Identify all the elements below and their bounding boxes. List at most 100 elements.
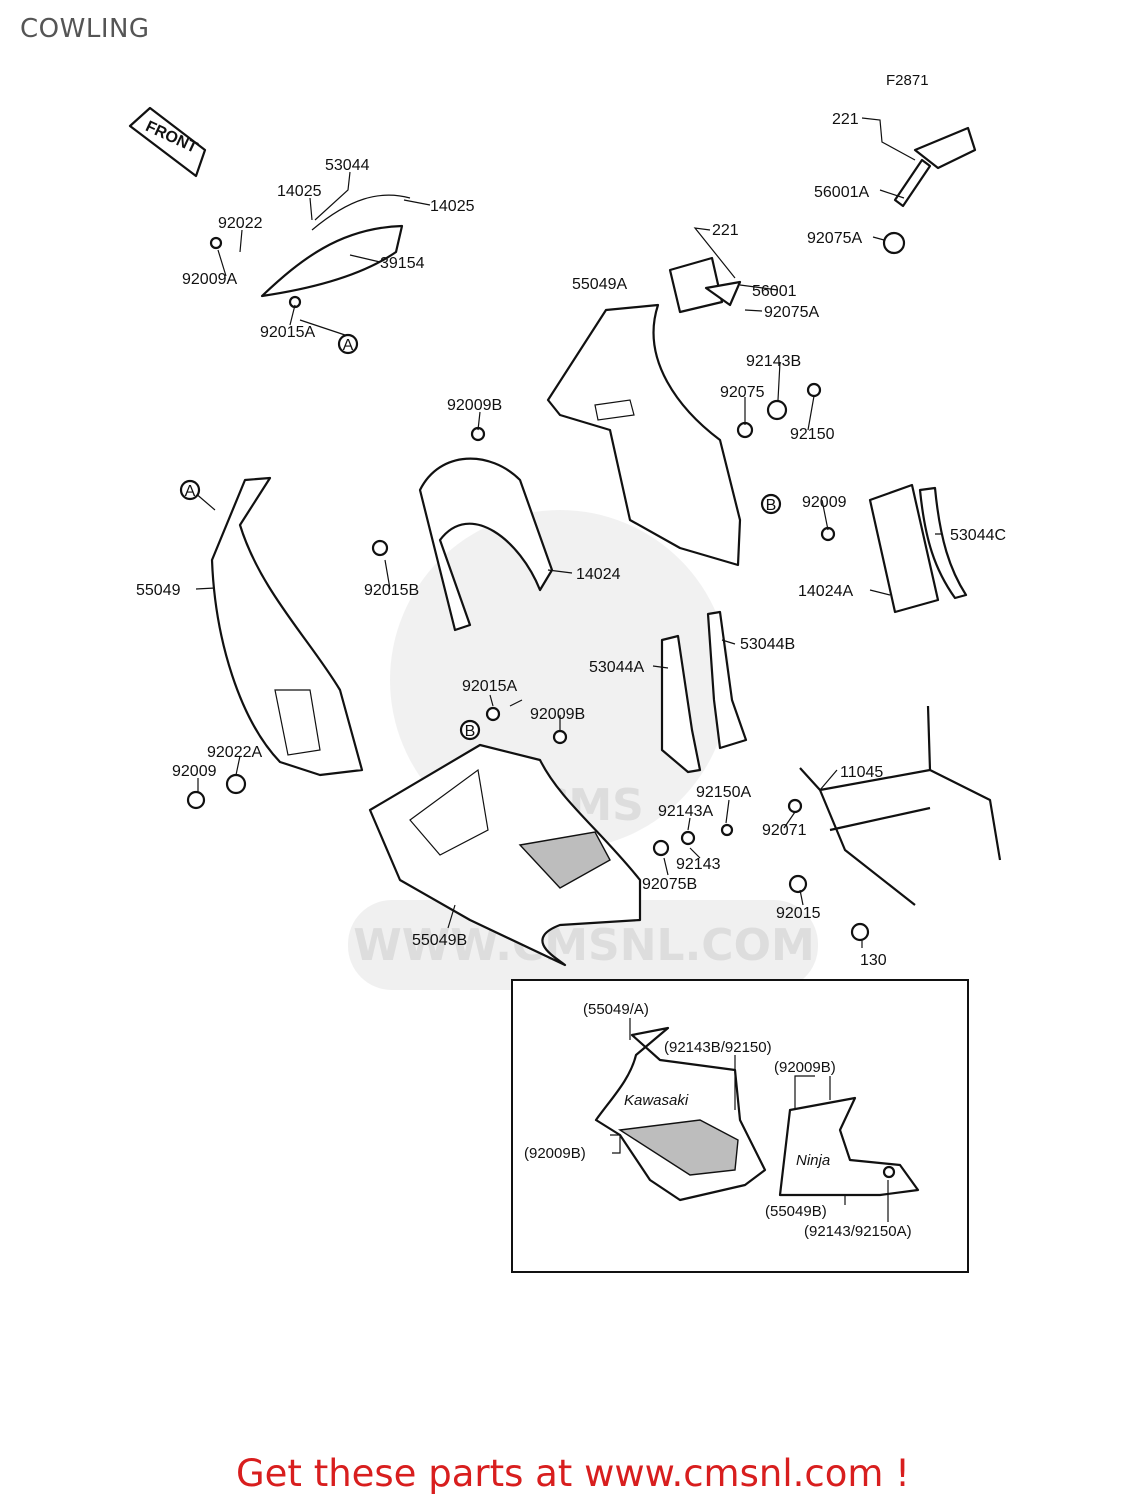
part-label: 221 <box>832 111 859 128</box>
watermark-text: WWW.CMSNL.COM <box>353 920 815 971</box>
windshield-shape <box>260 224 404 298</box>
part-label: 92075 <box>720 384 765 401</box>
part-label: 92009B <box>447 397 502 414</box>
upper-cowl-left-vent <box>274 689 321 756</box>
part-label: 53044B <box>740 636 795 653</box>
part-label: 14024A <box>798 583 853 600</box>
side-trim <box>868 483 968 614</box>
fastener <box>209 236 223 250</box>
part-label: 92015 <box>776 905 821 922</box>
fastener <box>186 790 206 810</box>
circled-ref-a <box>179 479 201 501</box>
inset-label: (92009B) <box>774 1059 836 1076</box>
inner-cowl <box>418 457 554 632</box>
inset-model-decal: Ninja <box>796 1152 830 1169</box>
fastener <box>371 539 389 557</box>
inset-leaders <box>610 1018 889 1222</box>
circled-ref-b-text: B <box>766 497 777 514</box>
inset-label: (55049B) <box>765 1203 827 1220</box>
inset-label: (92143/92150A) <box>804 1223 912 1240</box>
inset-fastener <box>882 1165 896 1179</box>
inner-cowl-shape <box>418 457 554 632</box>
upper-cowl-right-vent <box>594 399 635 421</box>
part-label: 53044A <box>589 659 644 676</box>
bolt-130 <box>850 922 870 942</box>
part-label: 92143 <box>676 856 721 873</box>
part-label: 92022A <box>207 744 262 761</box>
fastener <box>680 830 696 846</box>
part-label: 92009 <box>172 763 217 780</box>
circled-ref-a <box>337 333 359 355</box>
lower-cowl-duct <box>518 831 611 889</box>
part-label: 92071 <box>762 822 807 839</box>
trim-strip-53044b <box>706 610 748 750</box>
part-label: 92150A <box>696 784 751 801</box>
mirror-left <box>668 256 742 314</box>
windshield-trim <box>311 194 411 231</box>
fastener <box>788 874 808 894</box>
fastener <box>766 399 788 421</box>
upper-cowl-right-shape <box>546 303 742 567</box>
inset-label: (92009B) <box>524 1145 586 1162</box>
part-label: 221 <box>712 222 739 239</box>
side-trim-53044c <box>918 486 968 600</box>
fastener <box>720 823 734 837</box>
inset-brand-decal: Kawasaki <box>624 1092 689 1109</box>
leader-lines <box>193 117 942 948</box>
part-label: 55049B <box>412 932 467 949</box>
fastener <box>787 798 803 814</box>
fastener <box>806 382 822 398</box>
stay-bracket-frame <box>799 705 1002 906</box>
part-label: 92009B <box>530 706 585 723</box>
inset-label: (55049/A) <box>583 1001 649 1018</box>
part-label: 11045 <box>840 764 883 781</box>
part-label: 56001A <box>814 184 869 201</box>
mirror-right-stem <box>893 158 932 208</box>
front-arrow: FRONT <box>128 106 207 178</box>
upper-cowl-left-shape <box>210 476 364 777</box>
part-label: 92022 <box>218 215 263 232</box>
part-label: 92150 <box>790 426 835 443</box>
inset-upper-cowl-panel <box>617 1119 739 1176</box>
mirror-right-head <box>913 126 977 170</box>
fastener <box>485 706 501 722</box>
part-labels: 53044 14025 14025 92022 39154 92009A 920… <box>136 111 1006 969</box>
part-label: 92009 <box>802 494 847 511</box>
part-label: 92015A <box>260 324 315 341</box>
fastener <box>225 773 247 795</box>
side-trim-14024a <box>868 483 940 614</box>
stay-bracket <box>799 705 1002 942</box>
upper-cowl-left <box>210 476 364 777</box>
fasteners <box>186 236 836 894</box>
part-label: 92015A <box>462 678 517 695</box>
figure-code: F2871 <box>886 72 929 89</box>
part-label: 53044 <box>325 157 370 174</box>
part-label: 53044C <box>950 527 1006 544</box>
inset-label: (92143B/92150) <box>664 1039 772 1056</box>
circled-ref-b-text: B <box>465 723 476 740</box>
watermark-banner <box>348 900 818 990</box>
part-label: 55049A <box>572 276 627 293</box>
part-label: 14025 <box>430 198 475 215</box>
part-label: 92143B <box>746 353 801 370</box>
page-title: COWLING <box>20 14 150 44</box>
part-label: 55049 <box>136 582 181 599</box>
trim-strips <box>660 610 748 774</box>
mirror-right <box>882 126 977 255</box>
shop-call-to-action[interactable]: Get these parts at www.cmsnl.com ! <box>235 1452 910 1495</box>
mirror-left-head <box>668 256 724 314</box>
inset-box: Kawasaki Ninja (55049/A) (92143B/92150) … <box>511 979 969 1273</box>
part-label: 56001 <box>752 283 797 300</box>
part-label: 92075A <box>764 304 819 321</box>
part-label: 130 <box>860 952 887 969</box>
part-label: 14025 <box>277 183 322 200</box>
fastener <box>736 421 754 439</box>
windshield <box>260 194 411 298</box>
lower-cowl-vent <box>409 768 489 856</box>
lower-cowl <box>368 743 642 967</box>
part-label: 92015B <box>364 582 419 599</box>
part-label: 39154 <box>380 255 425 272</box>
mirror-left-mount <box>704 280 742 307</box>
